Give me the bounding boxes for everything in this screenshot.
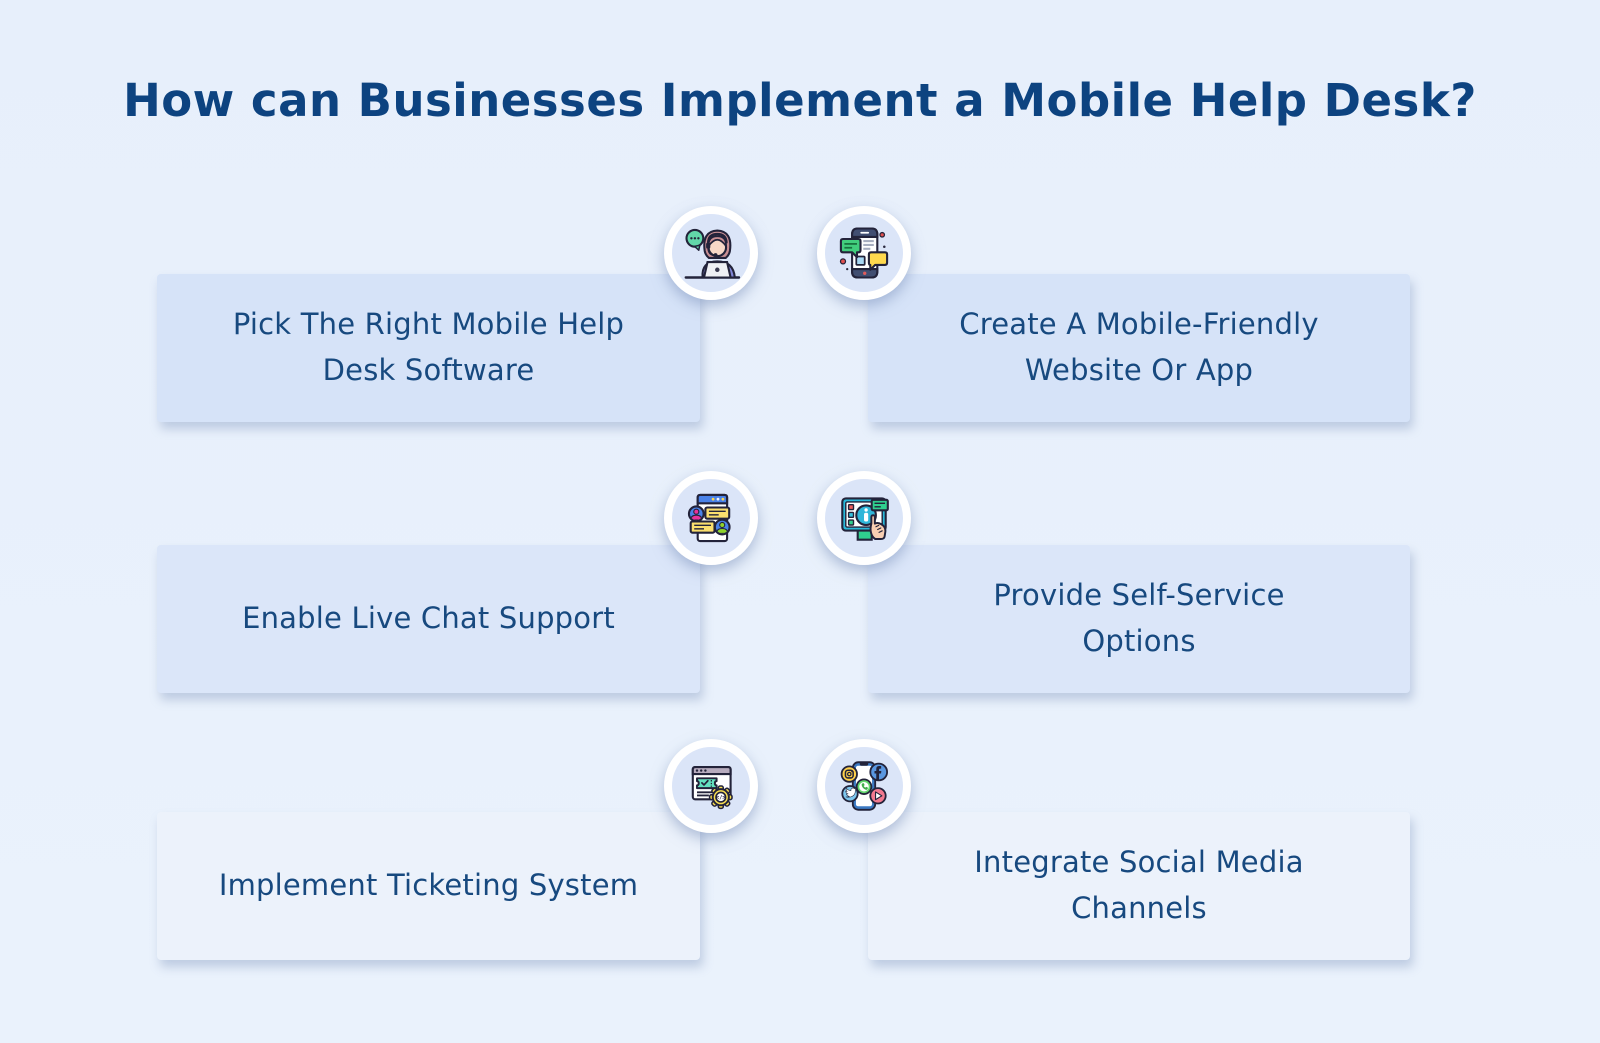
self-service-info-icon [841,497,889,541]
icon-circle-mobile-chat [817,206,911,300]
card-label-social-media: Integrate Social Media Channels [974,845,1304,925]
card-mobile-friendly: Create A Mobile-Friendly Website Or App [868,274,1410,422]
page-title: How can Businesses Implement a Mobile He… [123,74,1477,127]
card-label-live-chat: Enable Live Chat Support [242,601,615,636]
icon-circle-self-service [817,471,911,565]
mobile-chat-icon [839,227,889,279]
live-chat-window-icon [687,493,731,543]
card-label-self-service: Provide Self-Service Options [993,578,1285,658]
svg-text:</>: </> [716,795,725,801]
card-live-chat: Enable Live Chat Support [157,545,700,693]
card-label-ticketing: Implement Ticketing System [218,868,639,903]
card-pick-software: Pick The Right Mobile Help Desk Software [157,274,700,422]
card-self-service: Provide Self-Service Options [868,545,1410,693]
ticketing-system-icon: </> [691,766,733,810]
social-media-icon [840,761,889,811]
card-label-pick-software: Pick The Right Mobile Help Desk Software [232,307,625,387]
card-ticketing: Implement Ticketing System [157,812,700,960]
support-agent-icon [684,228,741,279]
card-label-mobile-friendly: Create A Mobile-Friendly Website Or App [959,307,1319,387]
icon-circle-support-agent [664,206,758,300]
icon-circle-social-media [817,739,911,833]
card-social-media: Integrate Social Media Channels [868,812,1410,960]
icon-circle-ticketing: </> [664,739,758,833]
icon-circle-live-chat [664,471,758,565]
